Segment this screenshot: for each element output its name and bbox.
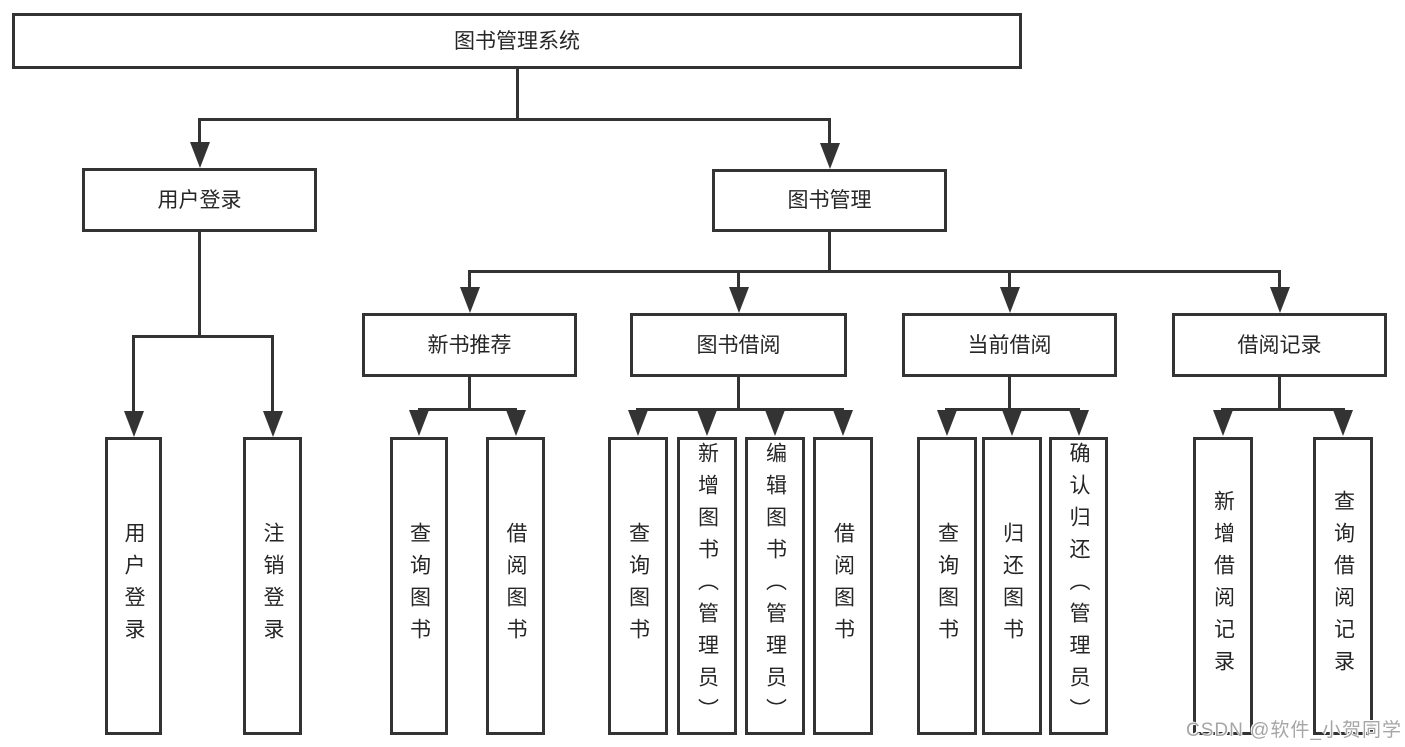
arrow-down-icon — [460, 287, 480, 313]
arrow-down-icon — [729, 287, 749, 313]
leaf-borrow-books: 借阅图书 — [813, 437, 873, 735]
arrow-down-icon — [506, 410, 526, 436]
connector-book-management-stub — [828, 231, 831, 272]
leaf-label: 查询借阅记录 — [1331, 490, 1355, 682]
leaf-label: 查询图书 — [407, 522, 431, 650]
leaf-label: 新增借阅记录 — [1211, 490, 1235, 682]
connector-root-stub — [516, 67, 519, 120]
leaf-return-books: 归还图书 — [982, 437, 1042, 735]
leaf-borrow-books-recommend: 借阅图书 — [486, 437, 545, 735]
arrow-down-icon — [833, 410, 853, 436]
connector-drop-current-borrow — [1008, 270, 1011, 292]
arrow-down-icon — [765, 410, 785, 436]
connector-drop-book-management — [828, 118, 831, 149]
leaf-label: 归还图书 — [1000, 522, 1024, 650]
leaf-add-borrow-record: 新增借阅记录 — [1193, 437, 1253, 735]
connector-book-borrow-stub — [737, 376, 740, 410]
leaf-query-books-recommend: 查询图书 — [390, 437, 448, 735]
arrow-down-icon — [937, 410, 957, 436]
leaf-label: 查询图书 — [626, 522, 650, 650]
node-user-login: 用户登录 — [82, 168, 317, 232]
leaf-edit-books-admin: 编辑图书（管理员） — [745, 437, 805, 735]
connector-drop-new-book — [468, 270, 471, 292]
leaf-label: 确认归还（管理员） — [1067, 442, 1090, 730]
leaf-confirm-return-admin: 确认归还（管理员） — [1049, 437, 1108, 735]
node-library-management-system: 图书管理系统 — [12, 13, 1022, 69]
arrow-down-icon — [1213, 410, 1233, 436]
leaf-label: 用户登录 — [122, 522, 145, 650]
leaf-user-login: 用户登录 — [105, 437, 162, 735]
connector-drop-leaf — [271, 335, 274, 415]
leaf-add-books-admin: 新增图书（管理员） — [677, 437, 737, 735]
connector-drop-leaf — [132, 335, 135, 415]
leaf-query-books-current: 查询图书 — [917, 437, 977, 735]
node-book-management: 图书管理 — [712, 169, 947, 232]
connector-borrow-records-stub — [1278, 376, 1281, 410]
connector-current-borrow-rail — [945, 408, 1080, 411]
leaf-logout: 注销登录 — [243, 437, 302, 735]
node-borrowing-records: 借阅记录 — [1172, 313, 1387, 377]
connector-level2-rail — [198, 118, 831, 121]
arrow-down-icon — [190, 142, 210, 168]
node-book-borrowing: 图书借阅 — [630, 313, 847, 377]
arrow-down-icon — [628, 410, 648, 436]
connector-borrow-records-rail — [1221, 408, 1345, 411]
arrow-down-icon — [1069, 410, 1089, 436]
arrow-down-icon — [697, 410, 717, 436]
node-current-borrowing: 当前借阅 — [902, 313, 1117, 377]
arrow-down-icon — [1000, 287, 1020, 313]
arrow-down-icon — [124, 411, 144, 437]
arrow-down-icon — [1333, 410, 1353, 436]
leaf-label: 编辑图书（管理员） — [763, 442, 787, 730]
connector-user-login-stub — [198, 231, 201, 337]
arrow-down-icon — [1270, 287, 1290, 313]
leaf-label: 新增图书（管理员） — [695, 442, 719, 730]
connector-level3-rail — [468, 270, 1281, 273]
connector-user-login-rail — [132, 335, 274, 338]
arrow-down-icon — [820, 143, 840, 169]
connector-book-borrow-rail — [636, 408, 844, 411]
leaf-query-books-borrow: 查询图书 — [608, 437, 668, 735]
leaf-label: 借阅图书 — [831, 522, 855, 650]
leaf-label: 借阅图书 — [504, 522, 527, 650]
leaf-label: 查询图书 — [935, 522, 959, 650]
node-new-book-recommendation: 新书推荐 — [362, 313, 577, 377]
leaf-query-borrow-record: 查询借阅记录 — [1313, 437, 1373, 735]
csdn-watermark: CSDN @软件_小贺同学 — [1186, 720, 1402, 741]
connector-current-borrow-stub — [1008, 376, 1011, 410]
leaf-label: 注销登录 — [261, 522, 284, 650]
arrow-down-icon — [1002, 410, 1022, 436]
connector-new-book-rail — [418, 408, 517, 411]
arrow-down-icon — [263, 411, 283, 437]
connector-new-book-stub — [468, 376, 471, 410]
connector-drop-user-login — [198, 118, 201, 148]
connector-drop-book-borrow — [737, 270, 740, 292]
connector-drop-borrow-records — [1278, 270, 1281, 292]
arrow-down-icon — [409, 410, 429, 436]
